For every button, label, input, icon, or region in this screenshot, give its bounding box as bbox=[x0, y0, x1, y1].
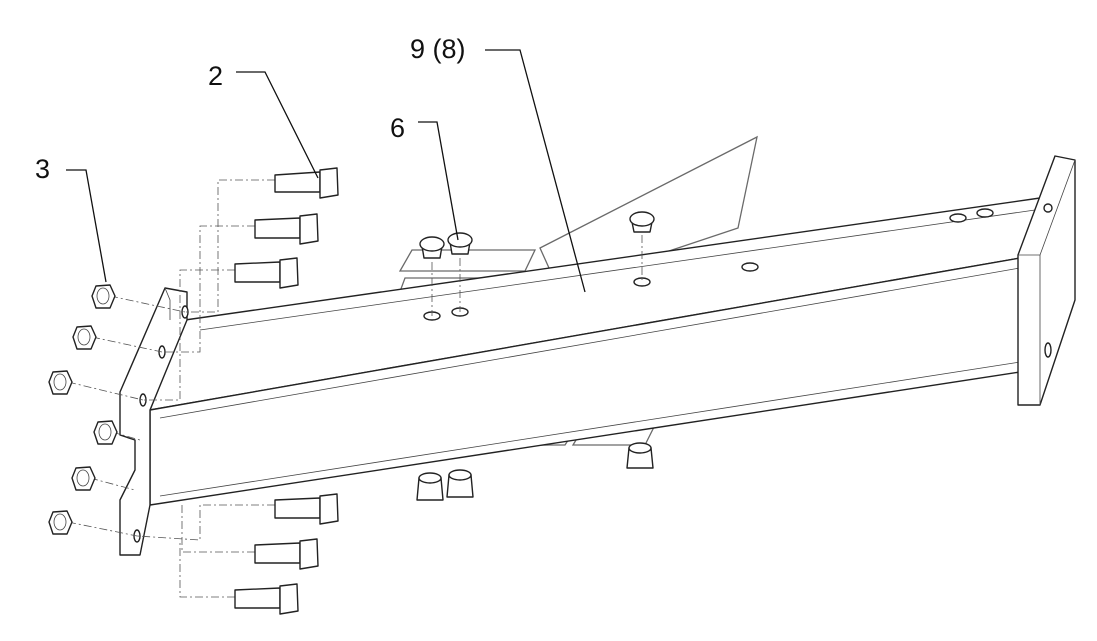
cap bbox=[419, 236, 445, 259]
cap bbox=[446, 469, 474, 498]
cap bbox=[626, 442, 654, 469]
callout-2: 2 bbox=[208, 61, 319, 179]
callout-label: 6 bbox=[390, 113, 405, 143]
beam-part-9 bbox=[149, 197, 1041, 506]
assembly-axis-lines bbox=[67, 179, 643, 598]
leader-line bbox=[418, 121, 459, 241]
callout-6: 6 bbox=[390, 113, 459, 241]
bolts-part-2 bbox=[234, 167, 339, 615]
right-end-plate bbox=[1017, 155, 1076, 406]
callout-label: 2 bbox=[208, 61, 223, 91]
nuts-part-3 bbox=[48, 284, 118, 535]
nut bbox=[91, 284, 116, 309]
callout-label: 3 bbox=[35, 154, 50, 184]
nut bbox=[48, 510, 73, 535]
bolt bbox=[234, 257, 299, 289]
leader-line bbox=[485, 49, 586, 293]
nut bbox=[48, 370, 73, 395]
nut bbox=[93, 420, 118, 445]
callout-9-8: 9 (8) bbox=[410, 34, 586, 293]
bolt bbox=[274, 167, 339, 199]
cap bbox=[447, 232, 473, 255]
leader-line bbox=[236, 71, 319, 179]
left-mounting-plate bbox=[119, 287, 189, 556]
callout-label: 9 (8) bbox=[410, 34, 466, 64]
nut bbox=[72, 325, 97, 350]
caps-part-6 bbox=[416, 211, 655, 501]
cap bbox=[416, 472, 444, 501]
bolt bbox=[254, 538, 319, 570]
cap bbox=[629, 211, 655, 233]
nut bbox=[71, 466, 96, 491]
leader-line bbox=[66, 169, 107, 283]
callout-3: 3 bbox=[35, 154, 107, 283]
bolt bbox=[234, 583, 299, 615]
bolt bbox=[274, 493, 339, 525]
bolt bbox=[254, 213, 319, 245]
